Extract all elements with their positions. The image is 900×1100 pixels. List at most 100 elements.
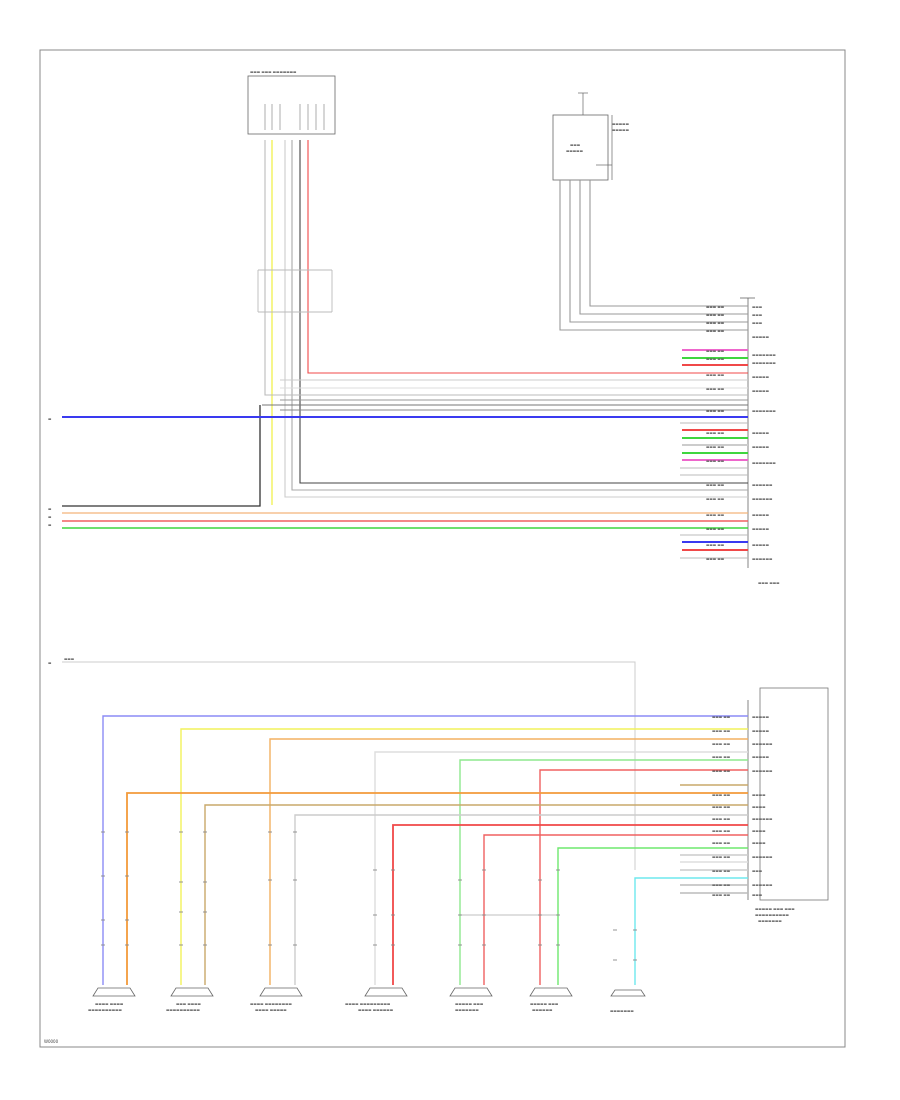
- speaker-3: [259, 987, 303, 997]
- svg-text:▬▬▬ ▬▬: ▬▬▬ ▬▬: [712, 883, 731, 887]
- svg-text:▬▬▬ ▬▬: ▬▬▬ ▬▬: [706, 305, 725, 309]
- svg-text:▬▬▬▬▬▬: ▬▬▬▬▬▬: [752, 742, 773, 746]
- svg-text:▬▬▬: ▬▬▬: [570, 143, 581, 147]
- svg-text:▬▬▬ ▬▬: ▬▬▬ ▬▬: [706, 387, 725, 391]
- svg-text:▬▬▬▬▬ ▬▬▬: ▬▬▬▬▬ ▬▬▬: [455, 1002, 484, 1006]
- svg-text:▬▬▬ ▬▬: ▬▬▬ ▬▬: [706, 497, 725, 501]
- svg-text:▬▬▬: ▬▬▬: [752, 893, 763, 897]
- upper-stubs: [682, 349, 748, 551]
- diagram-frame: [39, 49, 846, 1048]
- svg-text:▬▬▬▬▬: ▬▬▬▬▬: [612, 128, 630, 132]
- svg-text:▬▬▬▬▬▬▬: ▬▬▬▬▬▬▬: [752, 461, 776, 465]
- svg-text:▬▬▬ ▬▬: ▬▬▬ ▬▬: [706, 557, 725, 561]
- svg-text:▬: ▬: [48, 507, 52, 511]
- svg-text:▬▬▬: ▬▬▬: [64, 657, 75, 661]
- svg-text:▬▬▬▬▬: ▬▬▬▬▬: [752, 543, 770, 547]
- speakers: [92, 987, 646, 997]
- svg-text:▬▬▬ ▬▬: ▬▬▬ ▬▬: [712, 729, 731, 733]
- svg-text:▬▬▬ ▬▬: ▬▬▬ ▬▬: [712, 893, 731, 897]
- svg-text:▬▬▬▬▬: ▬▬▬▬▬: [752, 513, 770, 517]
- svg-text:▬▬▬: ▬▬▬: [752, 869, 763, 873]
- svg-text:▬▬▬▬: ▬▬▬▬: [752, 793, 766, 797]
- svg-text:▬▬▬▬▬: ▬▬▬▬▬: [752, 445, 770, 449]
- svg-text:▬▬▬ ▬▬: ▬▬▬ ▬▬: [712, 869, 731, 873]
- svg-text:▬▬▬ ▬▬: ▬▬▬ ▬▬: [706, 459, 725, 463]
- lower-pin-labels: ▬▬▬ ▬▬▬▬▬▬▬ ▬▬▬ ▬▬▬▬▬▬▬ ▬▬▬ ▬▬▬▬▬▬▬▬ ▬▬▬…: [712, 715, 773, 897]
- svg-text:▬▬▬▬▬ ▬▬▬: ▬▬▬▬▬ ▬▬▬: [530, 1002, 559, 1006]
- svg-text:▬▬▬▬▬: ▬▬▬▬▬: [752, 755, 770, 759]
- svg-text:▬▬▬ ▬▬: ▬▬▬ ▬▬: [712, 805, 731, 809]
- svg-text:▬▬▬▬▬▬▬: ▬▬▬▬▬▬▬: [752, 353, 776, 357]
- svg-text:▬▬▬ ▬▬: ▬▬▬ ▬▬: [712, 829, 731, 833]
- svg-text:▬▬▬ ▬▬: ▬▬▬ ▬▬: [706, 313, 725, 317]
- svg-text:▬▬▬ ▬▬: ▬▬▬ ▬▬: [712, 755, 731, 759]
- svg-text:▬▬▬▬▬: ▬▬▬▬▬: [752, 527, 770, 531]
- svg-text:▬▬▬ ▬▬: ▬▬▬ ▬▬: [706, 445, 725, 449]
- svg-text:▬▬▬▬▬: ▬▬▬▬▬: [612, 122, 630, 126]
- svg-text:▬▬▬▬▬▬▬▬▬▬: ▬▬▬▬▬▬▬▬▬▬: [88, 1008, 123, 1012]
- svg-text:▬▬▬: ▬▬▬: [752, 305, 763, 309]
- svg-text:▬▬▬▬ ▬▬▬▬▬▬▬▬: ▬▬▬▬ ▬▬▬▬▬▬▬▬: [250, 1002, 292, 1006]
- svg-text:▬▬▬▬ ▬▬▬▬▬▬▬▬▬: ▬▬▬▬ ▬▬▬▬▬▬▬▬▬: [345, 1002, 391, 1006]
- svg-text:▬▬▬ ▬▬: ▬▬▬ ▬▬: [706, 543, 725, 547]
- wire-ticks: [101, 269, 637, 961]
- svg-text:▬▬▬▬▬: ▬▬▬▬▬: [752, 335, 770, 339]
- svg-text:▬▬▬▬▬: ▬▬▬▬▬: [566, 149, 584, 153]
- svg-text:▬▬▬▬▬▬▬: ▬▬▬▬▬▬▬: [455, 1008, 479, 1012]
- svg-text:▬▬▬ ▬▬: ▬▬▬ ▬▬: [706, 349, 725, 353]
- svg-text:▬▬▬▬: ▬▬▬▬: [752, 841, 766, 845]
- svg-text:▬▬▬ ▬▬: ▬▬▬ ▬▬: [712, 841, 731, 845]
- svg-text:▬▬▬▬▬▬: ▬▬▬▬▬▬: [752, 855, 773, 859]
- svg-text:▬▬▬ ▬▬: ▬▬▬ ▬▬: [712, 817, 731, 821]
- speaker-6: [529, 987, 573, 997]
- svg-text:▬▬▬▬▬▬▬▬▬▬: ▬▬▬▬▬▬▬▬▬▬: [755, 913, 790, 917]
- svg-text:▬▬▬ ▬▬: ▬▬▬ ▬▬: [706, 409, 725, 413]
- svg-text:▬▬▬▬: ▬▬▬▬: [752, 829, 766, 833]
- svg-text:▬: ▬: [48, 661, 52, 665]
- top-left-connector: ▬▬▬ ▬▬▬ ▬▬▬▬▬▬▬: [247, 70, 336, 135]
- svg-text:▬▬▬▬▬▬: ▬▬▬▬▬▬: [752, 557, 773, 561]
- svg-text:▬▬▬ ▬▬: ▬▬▬ ▬▬: [706, 329, 725, 333]
- svg-text:▬▬▬ ▬▬▬ ▬▬▬▬▬▬▬: ▬▬▬ ▬▬▬ ▬▬▬▬▬▬▬: [250, 70, 297, 74]
- speaker-1: [92, 987, 136, 997]
- svg-text:▬▬▬▬▬▬▬: ▬▬▬▬▬▬▬: [610, 1009, 634, 1013]
- upper-pin-labels: ▬▬▬ ▬▬▬▬▬ ▬▬▬ ▬▬▬▬▬ ▬▬▬ ▬▬▬▬▬ ▬▬▬ ▬▬▬▬▬▬…: [706, 305, 776, 561]
- svg-text:▬▬▬: ▬▬▬: [752, 321, 763, 325]
- svg-text:▬▬▬▬▬: ▬▬▬▬▬: [752, 375, 770, 379]
- svg-text:▬: ▬: [48, 515, 52, 519]
- svg-text:▬: ▬: [48, 417, 52, 421]
- svg-text:▬▬▬ ▬▬: ▬▬▬ ▬▬: [706, 527, 725, 531]
- svg-text:▬▬▬▬▬▬: ▬▬▬▬▬▬: [752, 883, 773, 887]
- svg-text:▬▬▬ ▬▬: ▬▬▬ ▬▬: [706, 431, 725, 435]
- svg-text:▬▬▬▬▬▬: ▬▬▬▬▬▬: [752, 497, 773, 501]
- svg-text:▬▬▬▬▬▬▬: ▬▬▬▬▬▬▬: [752, 409, 776, 413]
- svg-text:▬▬▬▬▬: ▬▬▬▬▬: [752, 715, 770, 719]
- svg-text:▬▬▬▬ ▬▬▬▬: ▬▬▬▬ ▬▬▬▬: [95, 1002, 124, 1006]
- upper-pin-connector: ▬▬▬ ▬▬▬: [740, 297, 780, 585]
- svg-text:▬: ▬: [48, 523, 52, 527]
- svg-text:▬▬▬ ▬▬: ▬▬▬ ▬▬: [712, 855, 731, 859]
- svg-text:▬▬▬ ▬▬: ▬▬▬ ▬▬: [712, 769, 731, 773]
- amplifier-module: ▬▬▬▬▬ ▬▬▬ ▬▬▬ ▬▬▬▬▬▬▬▬▬▬ ▬▬▬▬▬▬▬: [747, 687, 829, 923]
- svg-text:▬▬▬▬▬▬: ▬▬▬▬▬▬: [532, 1008, 553, 1012]
- svg-text:▬▬▬ ▬▬: ▬▬▬ ▬▬: [706, 483, 725, 487]
- speaker-4: [364, 987, 408, 997]
- speaker-labels: ▬▬▬▬ ▬▬▬▬ ▬▬▬▬▬▬▬▬▬▬ ▬▬▬ ▬▬▬▬ ▬▬▬▬▬▬▬▬▬▬…: [88, 1002, 634, 1013]
- svg-text:▬▬▬ ▬▬▬▬: ▬▬▬ ▬▬▬▬: [176, 1002, 202, 1006]
- svg-text:▬▬▬▬▬: ▬▬▬▬▬: [752, 389, 770, 393]
- svg-text:▬▬▬ ▬▬: ▬▬▬ ▬▬: [706, 513, 725, 517]
- svg-text:▬▬▬ ▬▬: ▬▬▬ ▬▬: [712, 793, 731, 797]
- speaker-2: [170, 987, 214, 997]
- svg-text:▬▬▬ ▬▬: ▬▬▬ ▬▬: [712, 715, 731, 719]
- svg-text:▬▬▬ ▬▬: ▬▬▬ ▬▬: [706, 373, 725, 377]
- lower-ground-wire: [62, 661, 636, 870]
- svg-text:▬▬▬ ▬▬: ▬▬▬ ▬▬: [706, 357, 725, 361]
- svg-text:▬▬▬: ▬▬▬: [752, 313, 763, 317]
- svg-text:▬▬▬▬▬: ▬▬▬▬▬: [752, 431, 770, 435]
- svg-text:▬▬▬▬▬▬▬▬▬▬: ▬▬▬▬▬▬▬▬▬▬: [166, 1008, 201, 1012]
- svg-text:▬▬▬ ▬▬: ▬▬▬ ▬▬: [712, 742, 731, 746]
- svg-text:▬▬▬▬: ▬▬▬▬: [752, 805, 766, 809]
- svg-text:▬▬▬▬▬▬: ▬▬▬▬▬▬: [752, 769, 773, 773]
